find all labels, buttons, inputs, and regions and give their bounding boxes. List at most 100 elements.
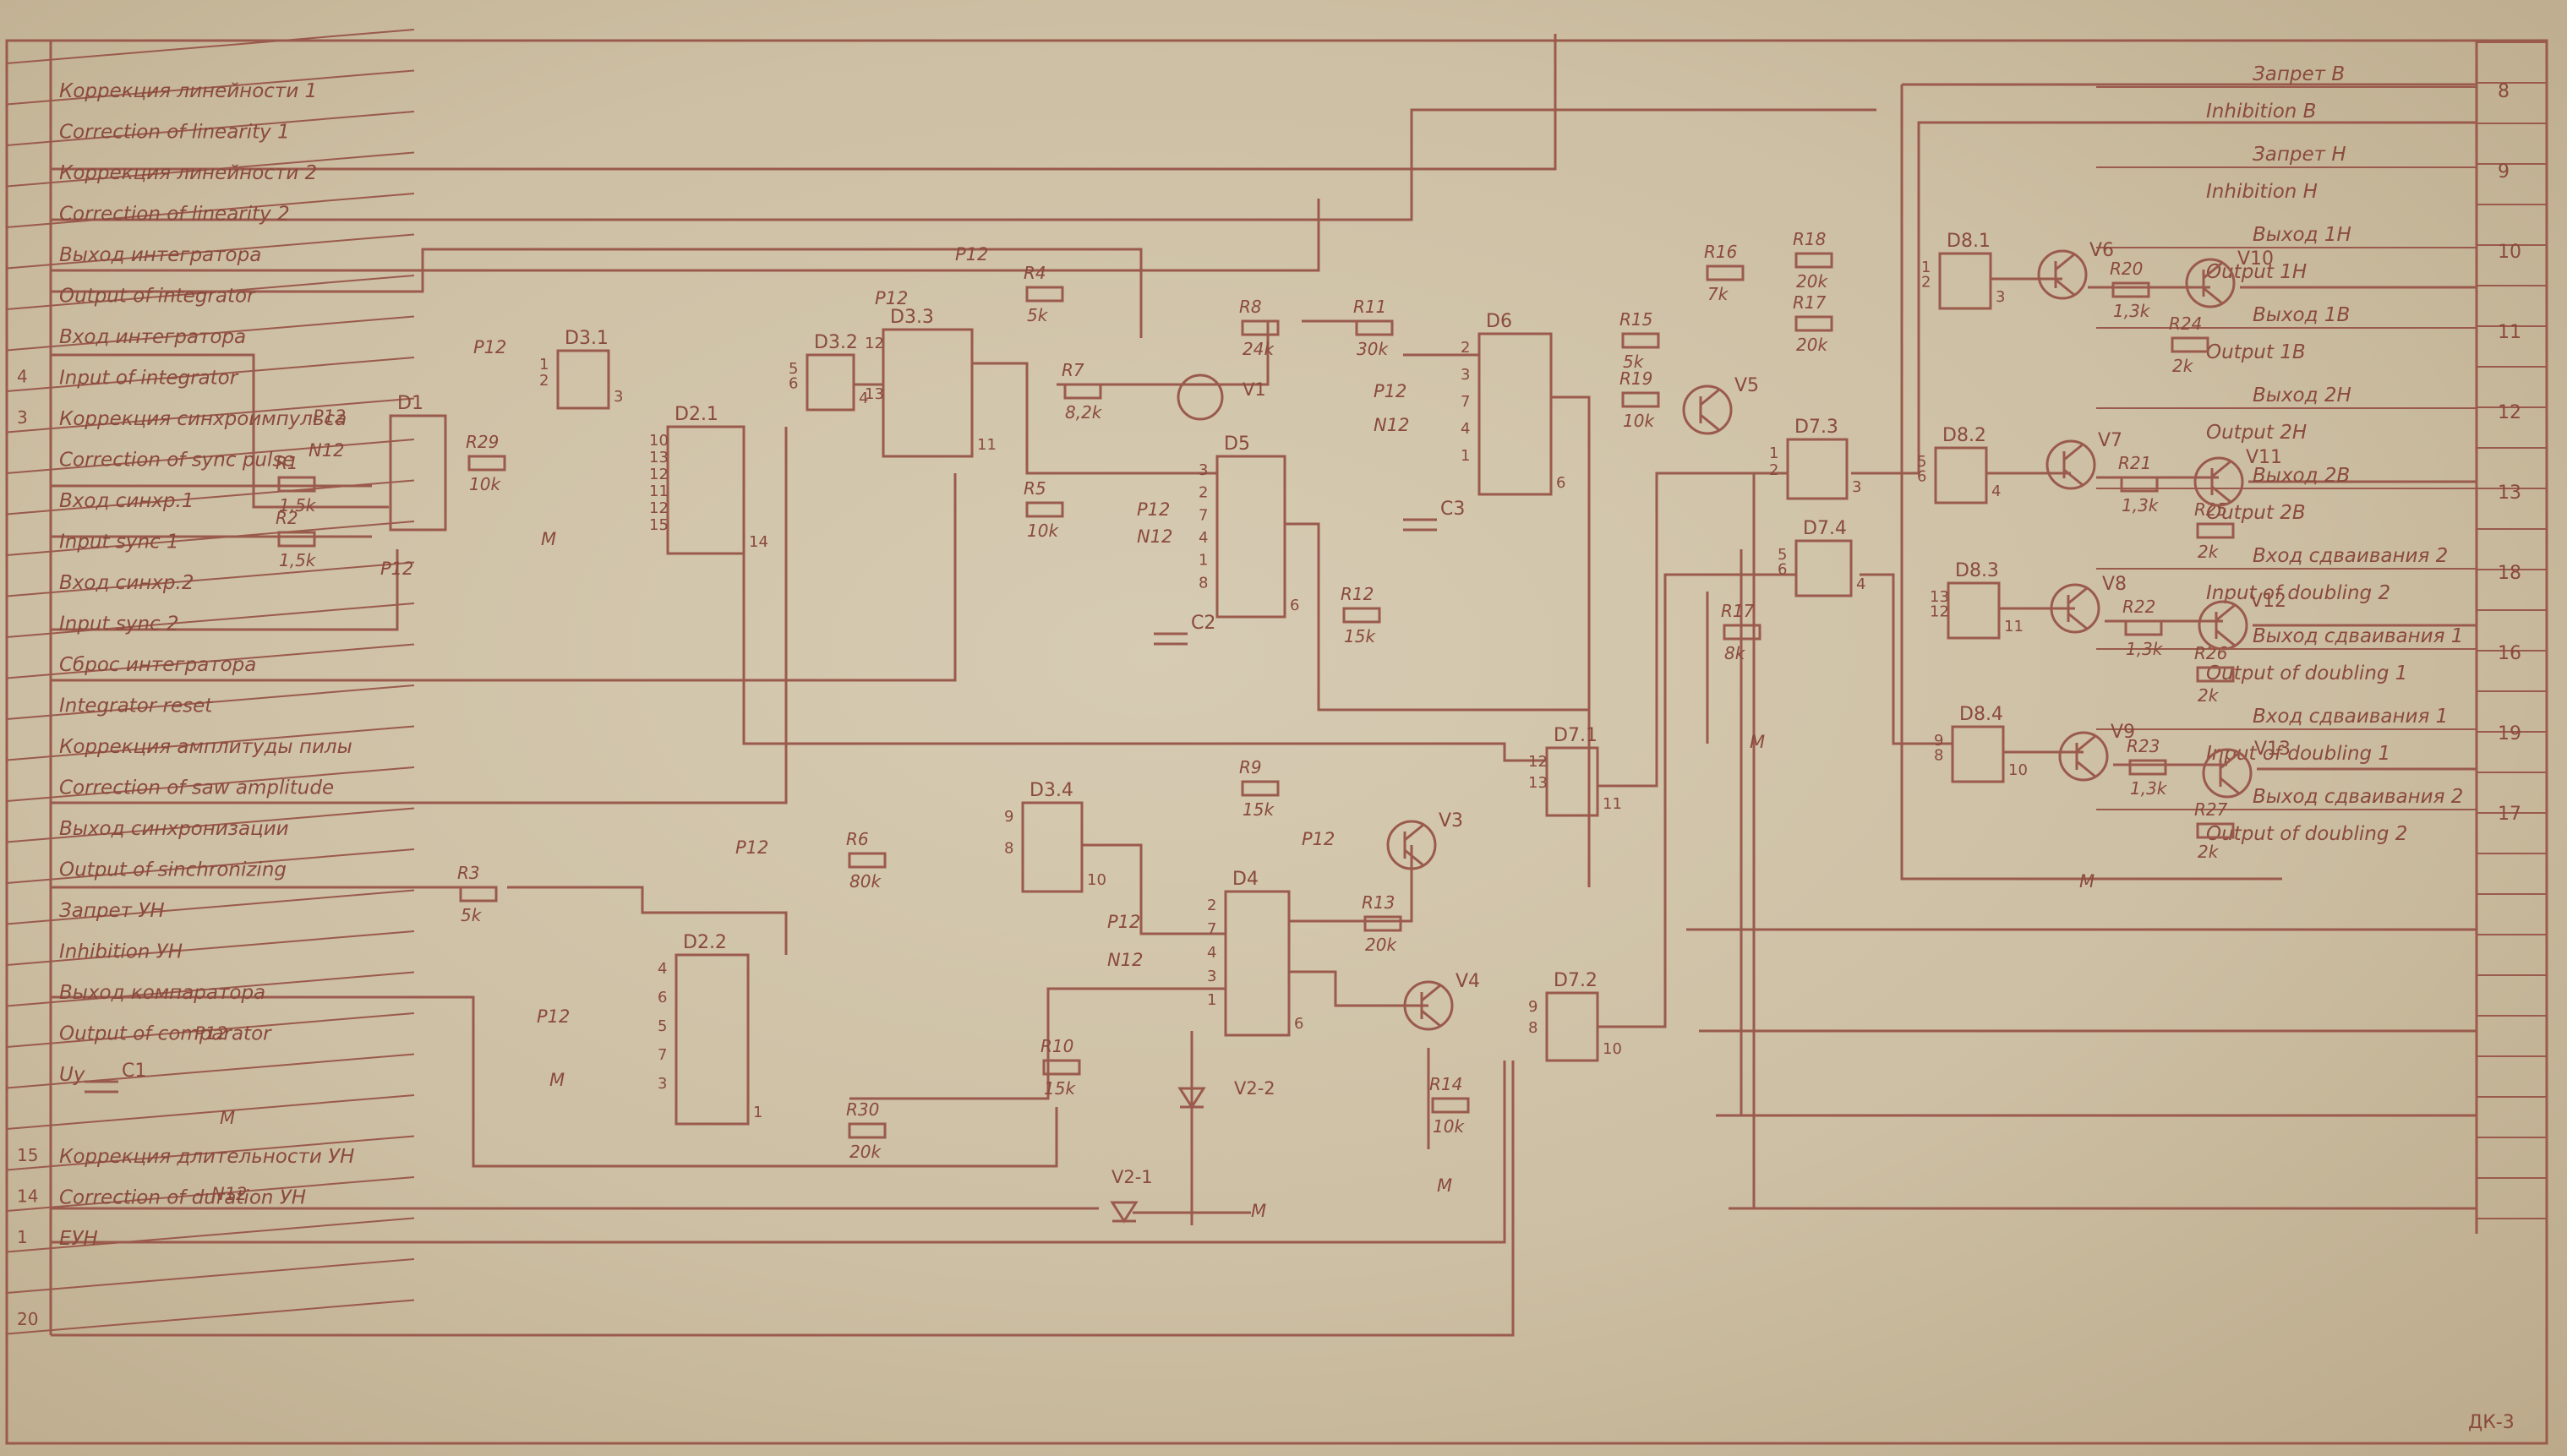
left-row-line [6, 151, 415, 188]
left-pin-label-ru: Коррекция амплитуды пилы [59, 736, 352, 758]
chip-ref: D1 [397, 393, 423, 414]
right-pin-number: 9 [2498, 161, 2510, 183]
chip-pin-number: 9 [1528, 998, 1537, 1016]
wire [51, 108, 1876, 221]
chip-pin-number: 14 [749, 533, 768, 551]
left-pin-label-en: Input sync 1 [59, 532, 179, 553]
transistor-v10: V10 [2185, 248, 2274, 308]
chip-pin-number: 12 [1930, 603, 1949, 621]
chip-pin-number: 1 [1769, 444, 1778, 462]
chip-pin-number: 4 [1199, 529, 1208, 547]
resistor-value: 8,2k [1065, 402, 1103, 423]
chip-pin-number: 3 [1461, 366, 1470, 384]
left-row-line [6, 439, 415, 474]
chip-pin-number: 2 [1461, 339, 1470, 357]
resistor-body [1241, 780, 1280, 797]
capacitor-ref: C2 [1191, 613, 1215, 634]
transistor-body [1682, 384, 1733, 435]
chip-body [1794, 539, 1853, 597]
left-pin-label-ru: Сброс интегратора [59, 654, 256, 676]
diode-symbol [1177, 1087, 1206, 1110]
transistor-v7: V7 [2045, 430, 2122, 490]
chip-pin-number: 13 [1930, 588, 1949, 606]
resistor-ref: R10 [1040, 1036, 1073, 1056]
left-pin-label-en: Output of integrator [59, 286, 256, 308]
resistor-r17: R17 8k [1721, 601, 1761, 663]
resistor-ref: R20 [2110, 259, 2143, 279]
resistor-ref: R7 [1062, 360, 1084, 380]
resistor-body [1241, 319, 1280, 336]
wire [1289, 970, 1428, 1007]
resistor-body [1042, 1059, 1081, 1076]
transistor-body [1386, 820, 1437, 870]
left-pin-label-ru: Выход компаратора [59, 982, 265, 1004]
resistor-r20: R20 1,3k [2110, 259, 2151, 321]
transistor-body [2045, 439, 2096, 490]
transistor-body [2050, 583, 2100, 634]
resistor-body [1621, 391, 1660, 408]
left-row-line [6, 1135, 415, 1171]
resistor-value: 30k [1357, 339, 1389, 359]
resistor-value: 8k [1724, 643, 1746, 663]
resistor-body [1794, 252, 1833, 269]
chip-ref: D7.1 [1554, 725, 1598, 746]
transistor-collector [1404, 823, 1424, 842]
right-pin-number: 8 [2498, 81, 2510, 102]
left-pin-label-ru: Коррекция длительности УН [59, 1146, 354, 1168]
chip-pin-number: 13 [1528, 774, 1548, 792]
chip-pin-number: 11 [2004, 618, 2024, 635]
resistor-ref: R9 [1239, 757, 1262, 777]
transistor-body [2037, 249, 2088, 300]
resistor-value: 20k [1796, 335, 1828, 355]
transistor-body [1403, 980, 1454, 1031]
left-pin-number: 1 [17, 1227, 28, 1247]
resistor-ref: R12 [1341, 584, 1374, 604]
capacitor-c3: C3 [1403, 499, 1465, 532]
resistor-body [277, 531, 316, 548]
transistor-ref: V5 [1734, 375, 1759, 396]
left-pin-label-en: Correction of linearity 2 [59, 204, 290, 226]
chip-pin-number: 1 [1207, 991, 1216, 1009]
chip-pin-number: 1 [1461, 447, 1470, 465]
left-row-line [6, 521, 415, 556]
wires [51, 34, 2477, 1337]
left-pin-label-en: Input of integrator [59, 368, 239, 390]
transistor-emitter [2063, 468, 2084, 487]
wire [1289, 845, 1413, 923]
resistor-value: 1,3k [2113, 301, 2151, 321]
left-pin-label-en: Integrator reset [59, 695, 213, 717]
chip-body [556, 349, 610, 410]
resistor-ref: R17 [1721, 601, 1755, 621]
chip-body [1934, 446, 1988, 504]
chip-pin-number: 10 [2008, 761, 2028, 779]
wire [849, 987, 1226, 1100]
chip-pin-number: 12 [649, 466, 669, 483]
transistor-collector [2215, 603, 2236, 622]
resistor-value: 1,3k [2130, 778, 2168, 799]
chip-ref: D5 [1224, 434, 1250, 455]
chip-ref: D8.3 [1955, 560, 1999, 581]
chip-body [675, 953, 750, 1126]
resistor-body [1431, 1097, 1470, 1114]
transistor-ref: V12 [2250, 591, 2286, 612]
chip-pin-number: 5 [1778, 546, 1787, 564]
resistor-body [2128, 759, 2167, 776]
resistor-ref: R23 [2127, 736, 2160, 756]
chip-body [1477, 332, 1553, 496]
left-row-line [6, 1299, 415, 1335]
outer-border [5, 39, 2548, 1445]
resistor-value: 5k [1027, 305, 1049, 325]
right-pin-label-en: Inhibition В [2206, 101, 2316, 123]
transistor-collector [2211, 460, 2231, 478]
transistor-emitter [2211, 485, 2231, 504]
transistor-v12: V12 [2198, 591, 2286, 651]
right-pin-label-ru: Выход 2Н [2253, 384, 2351, 406]
resistor-ref: R21 [2118, 453, 2151, 473]
left-pin-label-ru: Выход интегратора [59, 244, 261, 266]
chip-ref: D2.2 [683, 932, 727, 953]
wire [507, 886, 788, 955]
